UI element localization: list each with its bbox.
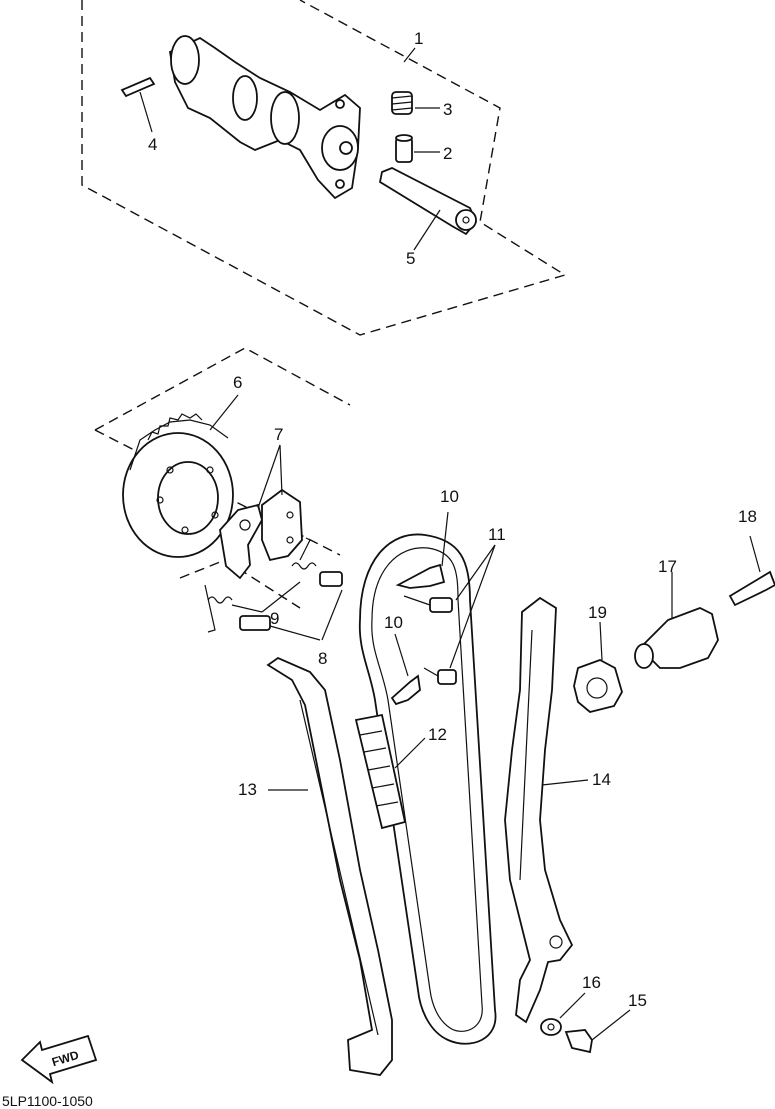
timing-chain (358, 533, 497, 1045)
callout-10-upper: 10 (440, 487, 459, 506)
callout-12: 12 (428, 725, 447, 744)
forward-arrow: FWD (20, 1034, 98, 1085)
callout-4: 4 (148, 135, 157, 154)
decompression-shaft (378, 167, 478, 251)
callout-11: 11 (488, 525, 506, 544)
tensioner-bolt (728, 535, 775, 607)
return-springs (204, 537, 317, 633)
callout-19: 19 (588, 603, 607, 622)
dowel-pin (120, 76, 156, 133)
chain-guide-exhaust (266, 656, 393, 1076)
washer (540, 992, 586, 1036)
callout-17: 17 (658, 557, 677, 576)
callout-14: 14 (592, 770, 611, 789)
leader-lines (403, 47, 416, 63)
callout-3: 3 (443, 100, 452, 119)
callout-15: 15 (628, 991, 647, 1010)
chain-section (354, 713, 426, 830)
chain-guide-intake (504, 596, 589, 1024)
callout-16: 16 (582, 973, 601, 992)
camshaft (168, 35, 361, 200)
decompression-lever (219, 444, 303, 580)
bolts (239, 571, 343, 641)
tensioner-gasket (573, 621, 623, 713)
guide-bolts (403, 544, 496, 685)
guide-pivot-bolt (564, 1009, 631, 1054)
callout-labels: 1 2 3 4 5 6 7 8 9 10 10 11 12 13 14 15 1… (148, 29, 757, 1010)
spring (391, 91, 440, 115)
callout-13: 13 (238, 780, 257, 799)
callout-6: 6 (233, 373, 242, 392)
chain-guide-stopper-upper (395, 511, 449, 589)
chain-tensioner (634, 572, 719, 669)
callout-18: 18 (738, 507, 757, 526)
callout-10-lower: 10 (384, 613, 403, 632)
diagram-reference-code: 5LP1100-1050 (2, 1093, 93, 1109)
chain-guide-stopper-lower (390, 633, 421, 706)
callout-5: 5 (406, 249, 415, 268)
cam-sprocket (122, 394, 239, 558)
callout-7: 7 (274, 425, 283, 444)
callout-2: 2 (443, 144, 452, 163)
plunger (395, 134, 440, 163)
callout-9: 9 (270, 609, 279, 628)
callout-8: 8 (318, 649, 327, 668)
callout-1: 1 (414, 29, 423, 48)
